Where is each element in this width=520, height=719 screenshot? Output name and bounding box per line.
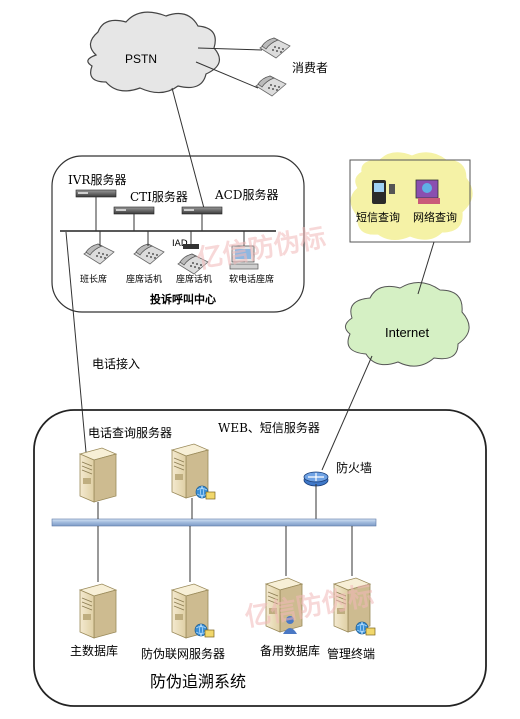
iad-icon	[183, 244, 199, 249]
backup-db-label: 备用数据库	[260, 643, 320, 658]
terminal-label: 管理终端	[327, 646, 375, 661]
ivr-server-icon	[75, 189, 117, 198]
internet-cloud	[345, 282, 470, 367]
pstn-cloud	[87, 11, 221, 94]
cti-server-label: CTI服务器	[130, 189, 188, 204]
phone-access-label: 电话接入	[92, 356, 140, 371]
system-network-bus	[51, 518, 377, 527]
firewall-icon	[303, 471, 329, 487]
traceability-system-title: 防伪追溯系统	[150, 673, 246, 691]
web-sms-server-label: WEB、短信服务器	[218, 420, 320, 435]
query-to-internet-link	[417, 241, 435, 295]
backup-db-user-icon	[283, 616, 297, 634]
sms-query-label: 短信查询	[356, 210, 400, 224]
web-sms-globe-icon	[195, 485, 216, 500]
call-center-group	[51, 155, 305, 313]
acd-server-icon	[181, 206, 223, 215]
firewall-label: 防火墙	[336, 460, 372, 475]
phone-query-server-label: 电话查询服务器	[88, 425, 172, 440]
softphone-pc-icon	[229, 245, 259, 270]
terminal-globe-icon	[355, 621, 376, 636]
traceability-system-group	[33, 409, 487, 707]
ivr-server-label: IVR服务器	[68, 172, 126, 187]
sms-phone-icon	[372, 180, 395, 204]
query-cloud	[350, 152, 473, 240]
softphone-desk-label: 软电话座席	[229, 273, 274, 285]
agent-phone-1-icon	[133, 243, 165, 265]
iad-label: IAD	[172, 239, 188, 249]
acd-server-label: ACD服务器	[214, 187, 278, 202]
cti-server-icon	[113, 206, 155, 215]
pstn-label: PSTN	[125, 52, 157, 66]
consumer-phone-2-icon	[255, 75, 287, 97]
pstn-to-acd-link	[171, 87, 206, 213]
networking-globe-icon	[194, 623, 215, 638]
main-db-server-icon	[79, 583, 117, 639]
networking-server-label: 防伪联网服务器	[141, 646, 225, 661]
supervisor-phone-icon	[83, 243, 115, 265]
pstn-to-consumer-link-1	[197, 47, 263, 51]
internet-label: Internet	[385, 325, 429, 340]
call-center-title: 投诉呼叫中心	[150, 292, 216, 306]
firewall-to-internet-link	[321, 355, 373, 471]
web-query-label: 网络查询	[413, 210, 457, 224]
agent-phone-1-label: 座席话机	[126, 273, 162, 285]
consumer-label: 消费者	[292, 61, 328, 75]
query-box	[349, 159, 471, 243]
consumer-phone-1-icon	[259, 37, 291, 59]
supervisor-desk-label: 班长席	[80, 273, 107, 285]
phone-query-server-icon	[79, 447, 117, 503]
pstn-to-consumer-link-2	[195, 61, 259, 89]
phone-access-link	[65, 231, 87, 453]
main-db-label: 主数据库	[70, 643, 118, 658]
web-query-icon	[415, 179, 440, 204]
agent-phone-2-label: 座席话机	[176, 273, 212, 285]
